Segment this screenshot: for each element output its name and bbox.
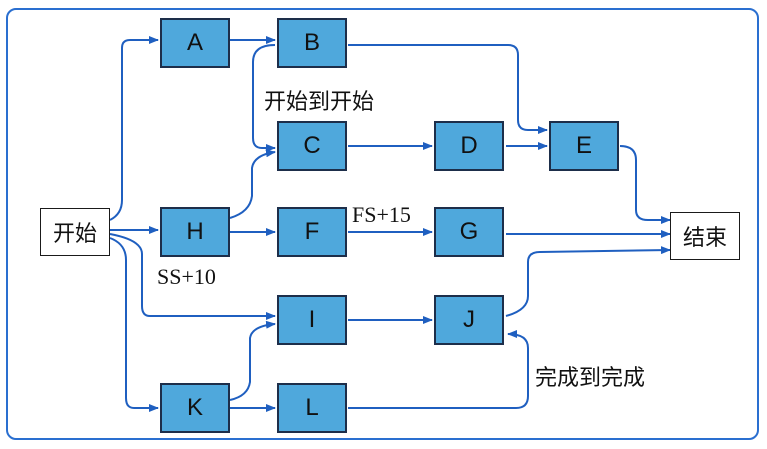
end-node: 结束 (670, 212, 740, 260)
edge-b-c (252, 44, 276, 152)
edge-start-k (109, 237, 159, 412)
task-f: F (277, 207, 347, 257)
task-k: K (160, 383, 230, 433)
edge-e-end (619, 145, 671, 224)
task-g: G (434, 207, 504, 257)
edge-b-e (348, 44, 548, 134)
task-i: I (277, 295, 347, 345)
start-node: 开始 (40, 208, 110, 256)
edge-l-j (348, 330, 529, 409)
task-d-label: D (460, 132, 478, 159)
edge-start-a (109, 36, 159, 221)
task-l: L (277, 383, 347, 433)
task-h: H (160, 207, 230, 257)
label-ss-10: SS+10 (157, 264, 216, 289)
task-d: D (434, 121, 504, 171)
task-j-label: J (463, 306, 475, 333)
task-a-label: A (186, 29, 203, 56)
task-c: C (277, 121, 347, 171)
task-h-label: H (186, 218, 204, 245)
task-b: B (277, 18, 347, 68)
edge-k-i (229, 320, 276, 401)
edge-start-i (109, 233, 276, 320)
start-node-label: 开始 (52, 222, 97, 247)
label-finish-to-finish: 完成到完成 (535, 366, 646, 391)
task-b-label: B (303, 29, 320, 56)
label-start-to-start: 开始到开始 (264, 90, 375, 115)
task-e: E (549, 121, 619, 171)
task-e-label: E (575, 132, 592, 159)
diagram-frame (6, 8, 759, 440)
task-g-label: G (459, 218, 479, 245)
edge-j-end (505, 246, 671, 317)
edge-h-c (229, 149, 276, 219)
task-a: A (160, 18, 230, 68)
task-k-label: K (186, 394, 203, 421)
task-f-label: F (304, 218, 320, 245)
task-c-label: C (303, 132, 321, 159)
task-i-label: I (308, 306, 316, 333)
task-l-label: L (305, 394, 319, 421)
end-node-label: 结束 (682, 226, 727, 251)
label-fs-15: FS+15 (352, 202, 411, 227)
task-j: J (434, 295, 504, 345)
